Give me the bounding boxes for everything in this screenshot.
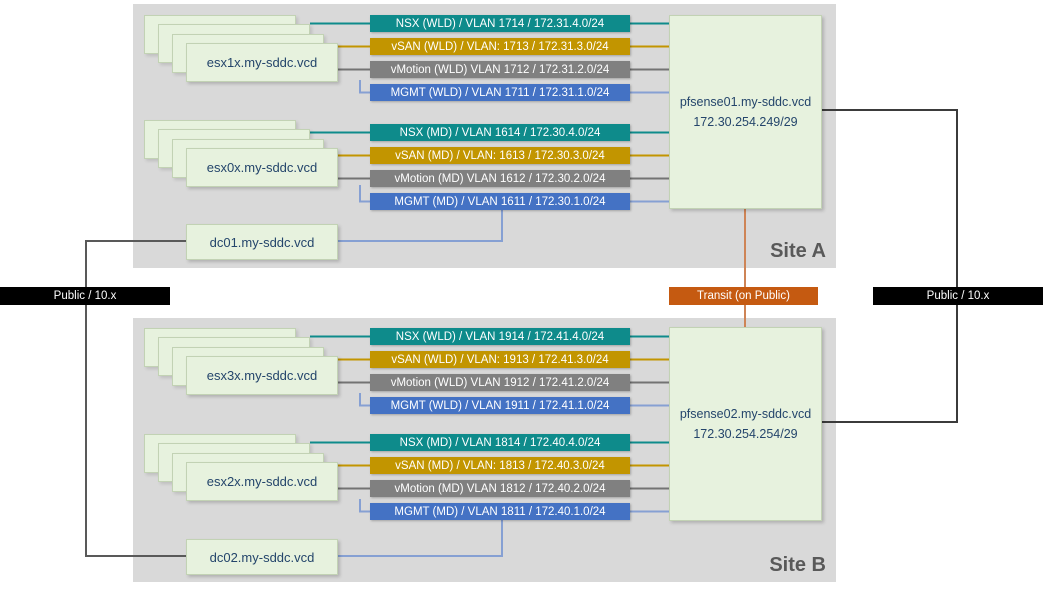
- vlan-bar-vsan-wld-b: vSAN (WLD) / VLAN: 1913 / 172.41.3.0/24: [370, 351, 630, 368]
- vlan-bar-nsx-md-b: NSX (MD) / VLAN 1814 / 172.40.4.0/24: [370, 434, 630, 451]
- vlan-bar-nsx-wld-b: NSX (WLD) / VLAN 1914 / 172.41.4.0/24: [370, 328, 630, 345]
- vlan-bar-nsx-wld-a: NSX (WLD) / VLAN 1714 / 172.31.4.0/24: [370, 15, 630, 32]
- esx3x-host-node: esx3x.my-sddc.vcd: [186, 356, 338, 395]
- pfsense02-name: pfsense02.my-sddc.vcd: [679, 407, 812, 421]
- esx1x-host-node: esx1x.my-sddc.vcd: [186, 43, 338, 82]
- dc02-node: dc02.my-sddc.vcd: [186, 539, 338, 575]
- vlan-bar-vmotion-md-a: vMotion (MD) VLAN 1612 / 172.30.2.0/24: [370, 170, 630, 187]
- esx0x-host-node: esx0x.my-sddc.vcd: [186, 148, 338, 187]
- vlan-bar-vmotion-wld-a: vMotion (WLD) VLAN 1712 / 172.31.2.0/24: [370, 61, 630, 78]
- dc02-label: dc02.my-sddc.vcd: [209, 549, 315, 565]
- public-bus-right: Public / 10.x: [873, 287, 1043, 305]
- site-a-label: Site A: [770, 240, 826, 262]
- vlan-bar-mgmt-md-b: MGMT (MD) / VLAN 1811 / 172.40.1.0/24: [370, 503, 630, 520]
- pfsense01-ip: 172.30.254.249/29: [693, 115, 798, 129]
- vlan-bar-mgmt-wld-b: MGMT (WLD) / VLAN 1911 / 172.41.1.0/24: [370, 397, 630, 414]
- public-bus-left: Public / 10.x: [0, 287, 170, 305]
- esx2x-host-label: esx2x.my-sddc.vcd: [206, 474, 318, 489]
- vlan-bar-vsan-md-a: vSAN (MD) / VLAN: 1613 / 172.30.3.0/24: [370, 147, 630, 164]
- esx0x-host-label: esx0x.my-sddc.vcd: [206, 160, 318, 175]
- vlan-bar-vmotion-wld-b: vMotion (WLD) VLAN 1912 / 172.41.2.0/24: [370, 374, 630, 391]
- vlan-bar-vsan-md-b: vSAN (MD) / VLAN: 1813 / 172.40.3.0/24: [370, 457, 630, 474]
- pfsense02-ip: 172.30.254.254/29: [693, 427, 798, 441]
- pfsense01-name: pfsense01.my-sddc.vcd: [679, 95, 812, 109]
- vlan-bar-mgmt-md-a: MGMT (MD) / VLAN 1611 / 172.30.1.0/24: [370, 193, 630, 210]
- site-b-label: Site B: [769, 554, 826, 576]
- transit-bus: Transit (on Public): [669, 287, 818, 305]
- esx3x-host-label: esx3x.my-sddc.vcd: [206, 368, 318, 383]
- vlan-bar-vsan-wld-a: vSAN (WLD) / VLAN: 1713 / 172.31.3.0/24: [370, 38, 630, 55]
- dc01-label: dc01.my-sddc.vcd: [209, 234, 315, 250]
- esx2x-host-node: esx2x.my-sddc.vcd: [186, 462, 338, 501]
- esx1x-host-label: esx1x.my-sddc.vcd: [206, 55, 318, 70]
- vlan-bar-vmotion-md-b: vMotion (MD) VLAN 1812 / 172.40.2.0/24: [370, 480, 630, 497]
- pfsense01-router-node: pfsense01.my-sddc.vcd 172.30.254.249/29: [669, 15, 822, 209]
- pfsense02-router-node: pfsense02.my-sddc.vcd 172.30.254.254/29: [669, 327, 822, 521]
- dc01-node: dc01.my-sddc.vcd: [186, 224, 338, 260]
- vlan-bar-mgmt-wld-a: MGMT (WLD) / VLAN 1711 / 172.31.1.0/24: [370, 84, 630, 101]
- vlan-bar-nsx-md-a: NSX (MD) / VLAN 1614 / 172.30.4.0/24: [370, 124, 630, 141]
